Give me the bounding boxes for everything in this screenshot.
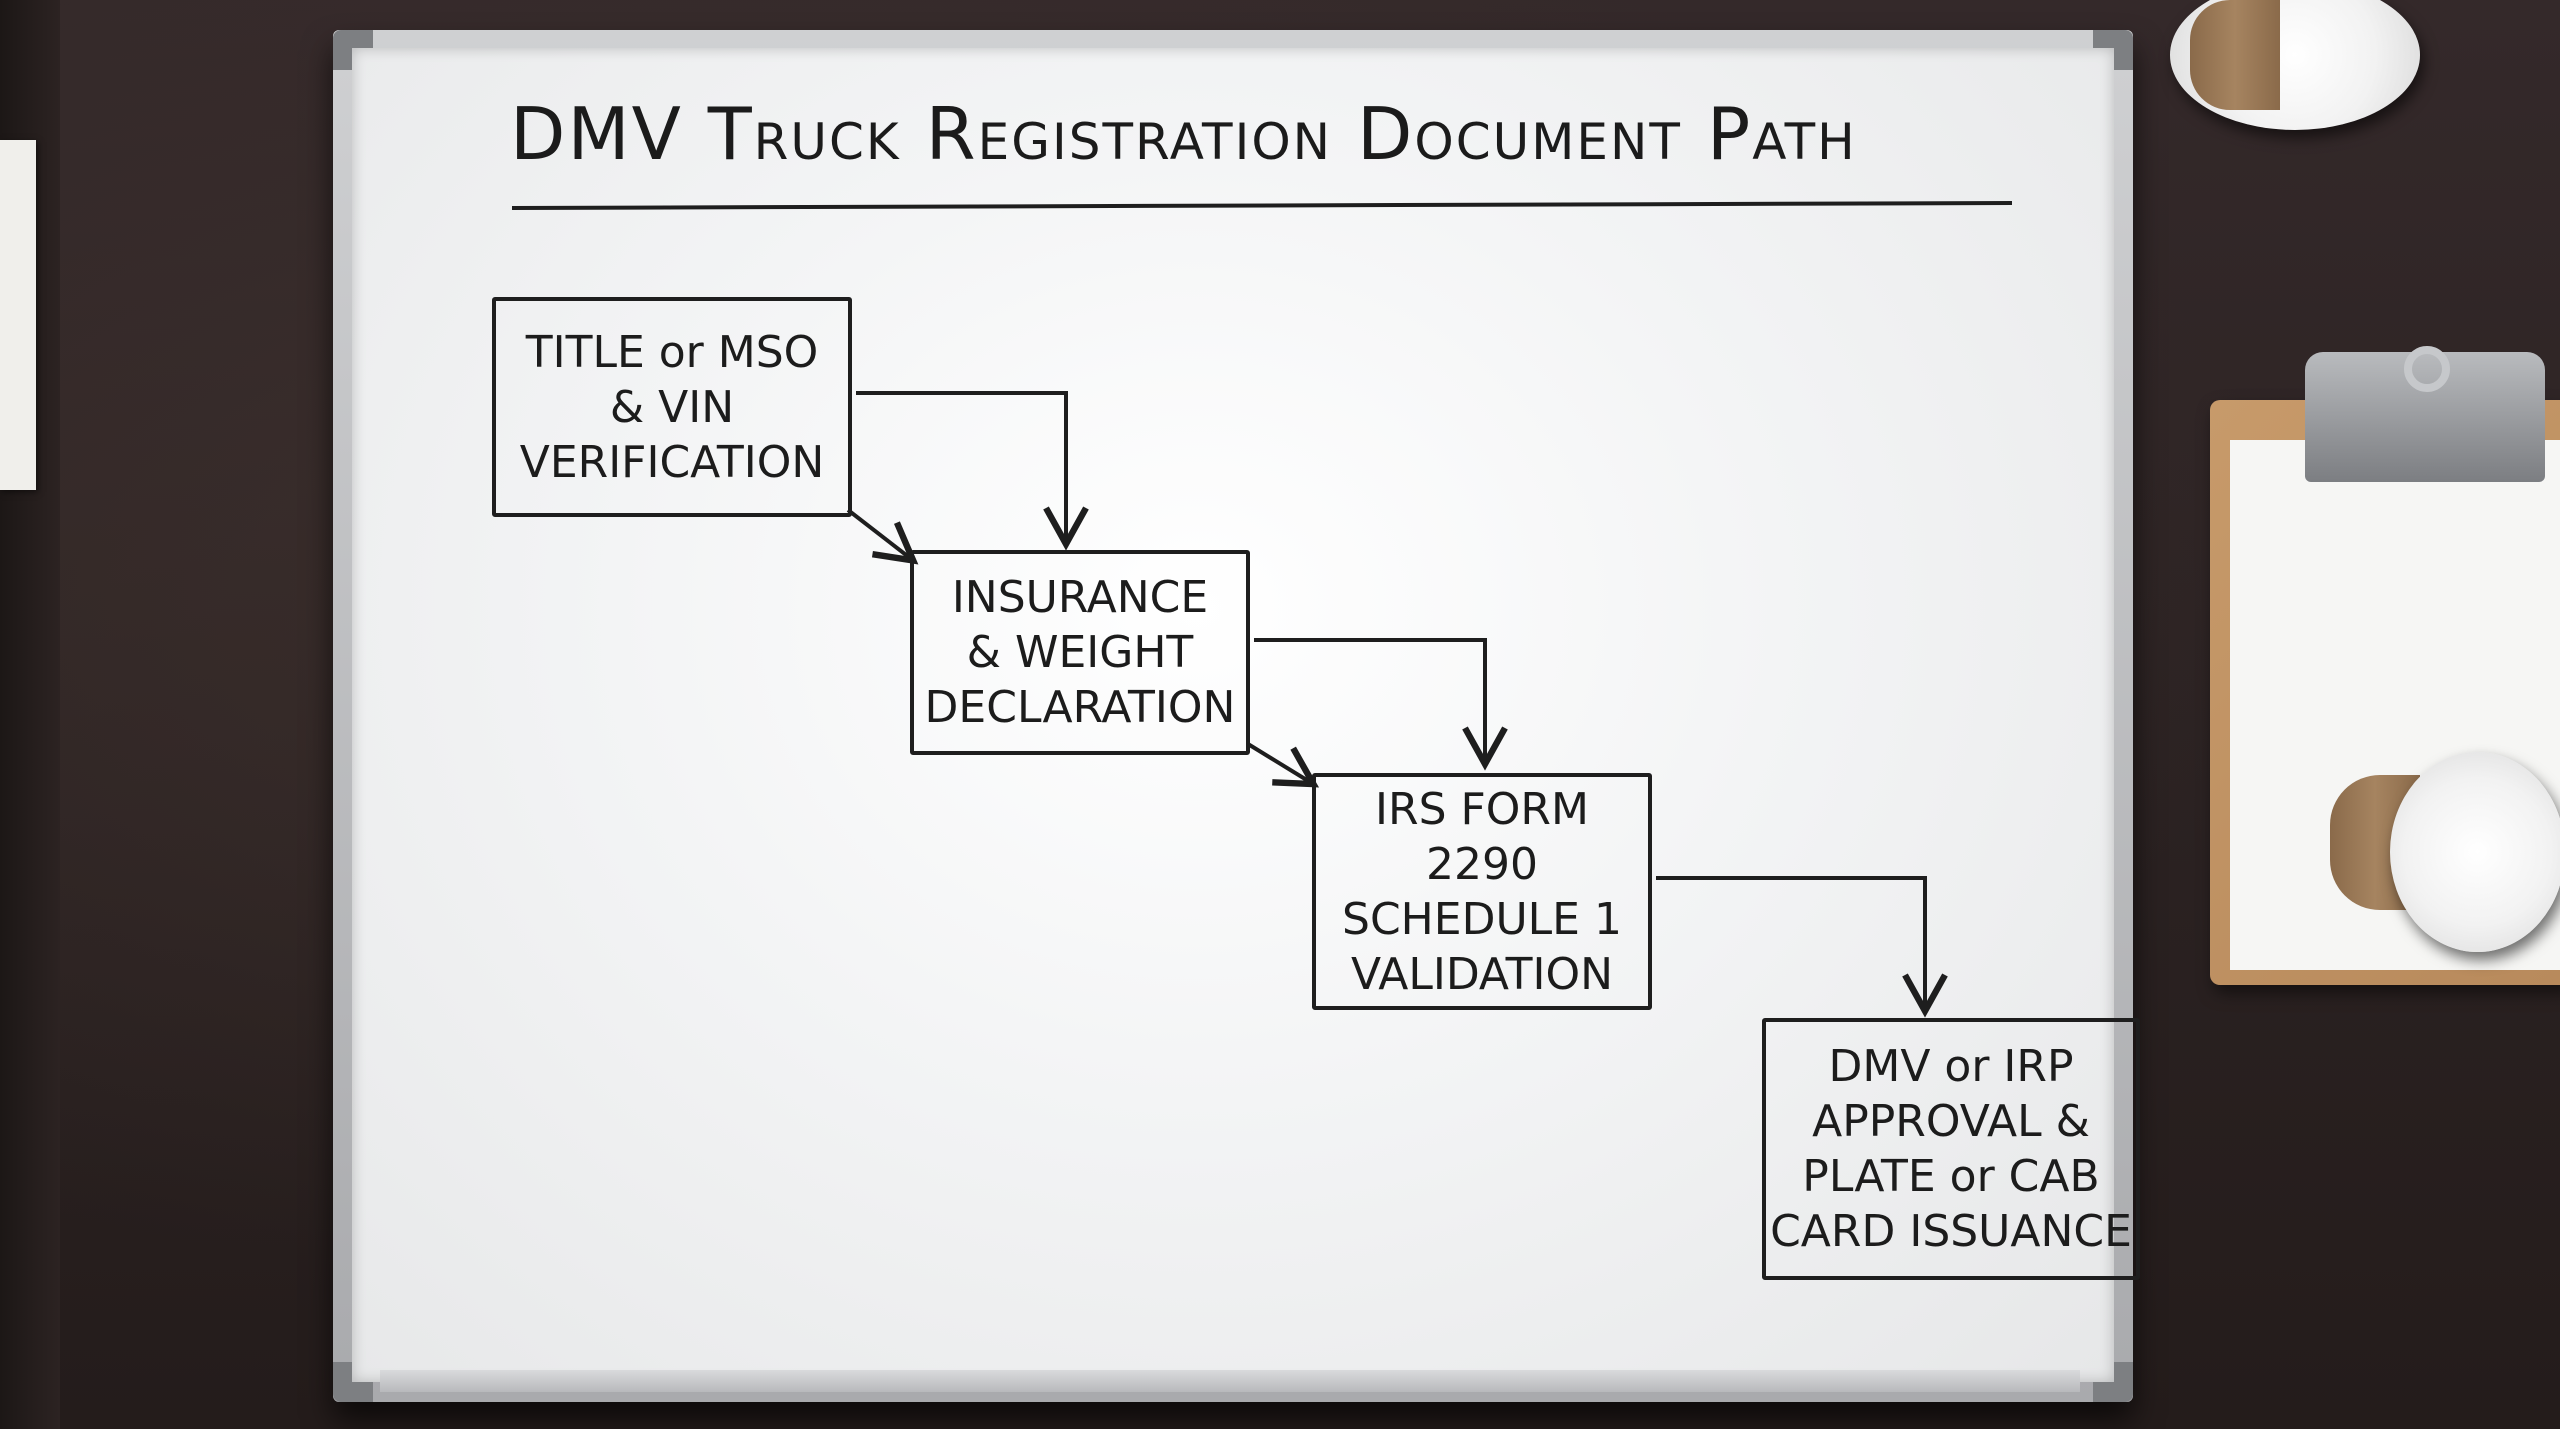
step-text: DMV or IRP [1828,1041,2074,1092]
title-underline [511,201,2013,210]
step-box-irs-2290: IRS FORM 2290 SCHEDULE 1 VALIDATION [1312,773,1652,1010]
step-text: IRS FORM [1375,783,1589,835]
arrow-step1-right-down [856,391,1089,551]
step-text: VALIDATION [1350,948,1614,1000]
step-text: 2290 [1426,838,1538,890]
board-title: DMV Truck Registration Document Path [510,92,1857,176]
step-text: APPROVAL & [1812,1096,2090,1147]
step-text: VERIFICATION [519,436,825,488]
step-text: PLATE or CAB [1802,1151,2100,1202]
step-text: DECLARATION [924,682,1236,733]
coffee-cup-right [2390,752,2560,952]
step-box-dmv-approval: DMV or IRP APPROVAL & PLATE or CAB CARD … [1762,1018,2140,1280]
step-box-title-vin: TITLE or MSO & VIN VERIFICATION [492,297,852,517]
step-text: & WEIGHT [966,627,1194,678]
coffee-cup-sleeve-top [2190,0,2280,110]
arrow-step2-right-down [1254,638,1508,771]
step-box-insurance-weight: INSURANCE & WEIGHT DECLARATION [910,550,1250,755]
paper-sheet-left [0,140,36,490]
arrow-step1-diagonal [846,508,919,565]
clipboard-ring [2404,346,2450,392]
step-text: TITLE or MSO [525,326,819,378]
step-text: INSURANCE [951,572,1209,623]
marker-tray [380,1370,2080,1392]
step-text: SCHEDULE 1 [1342,893,1622,945]
step-text: CARD ISSUANCE [1770,1206,2132,1257]
arrow-step2-diagonal [1246,742,1320,788]
step-text: & VIN [609,381,735,433]
arrow-step3-right-down [1656,876,1948,1018]
whiteboard-surface [352,48,2114,1382]
